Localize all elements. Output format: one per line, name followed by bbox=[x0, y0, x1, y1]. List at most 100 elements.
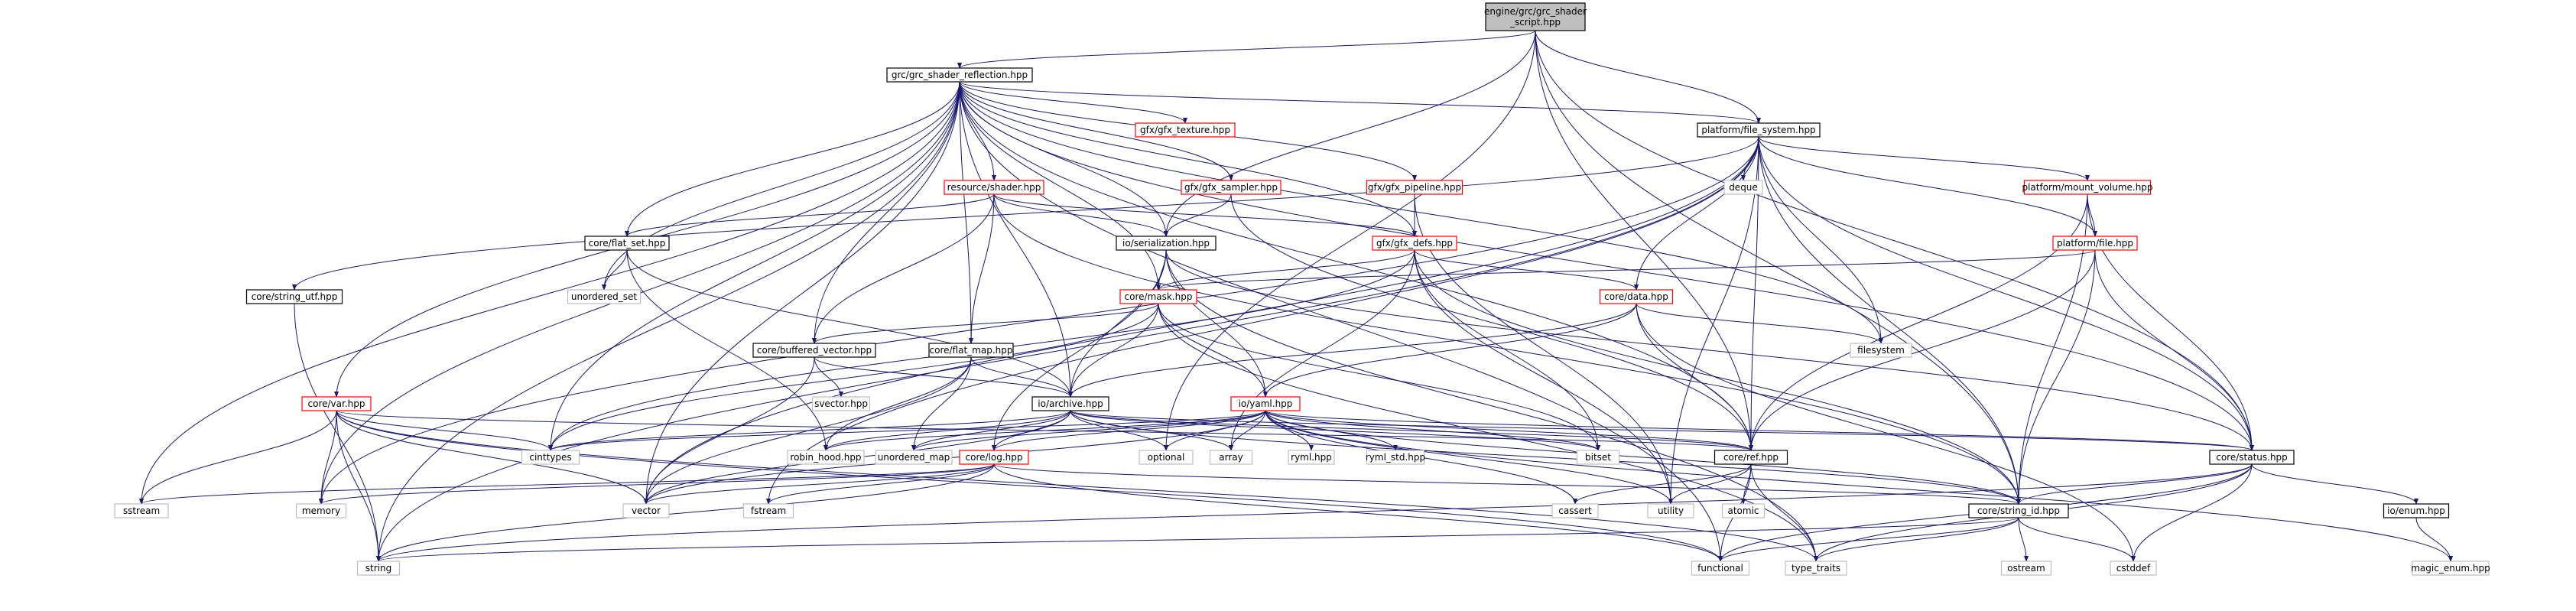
node-label-unordered_set: unordered_set bbox=[571, 291, 638, 302]
node-cinttypes[interactable]: cinttypes bbox=[521, 450, 580, 465]
node-bitset[interactable]: bitset bbox=[1576, 450, 1620, 465]
node-platform_file[interactable]: platform/file.hpp bbox=[2052, 236, 2138, 251]
node-fstream[interactable]: fstream bbox=[742, 503, 794, 518]
edge-platform_file-to-core_mask bbox=[1156, 249, 2096, 291]
node-resource_shader[interactable]: resource/shader.hpp bbox=[944, 180, 1044, 195]
node-vector[interactable]: vector bbox=[622, 503, 670, 518]
edge-platform_file-to-core_ref bbox=[1749, 249, 2096, 451]
node-label-bitset: bitset bbox=[1585, 452, 1611, 463]
node-label-ryml: ryml.hpp bbox=[1291, 452, 1332, 463]
node-box-ryml_std bbox=[1366, 450, 1425, 465]
node-io_enum[interactable]: io/enum.hpp bbox=[2383, 503, 2450, 518]
node-box-core_log bbox=[959, 450, 1029, 465]
node-label-core_log: core/log.hpp bbox=[966, 452, 1023, 463]
node-deque[interactable]: deque bbox=[1723, 180, 1763, 195]
node-label-svector: svector.hpp bbox=[814, 398, 868, 409]
edge-flat_set-to-robin_hood bbox=[626, 249, 828, 451]
edge-gfx_defs-to-bitset bbox=[1414, 249, 1600, 451]
node-core_var[interactable]: core/var.hpp bbox=[301, 396, 372, 411]
node-optional[interactable]: optional bbox=[1139, 450, 1194, 465]
node-root[interactable]: engine/grc/grc_shader_script.hpp bbox=[1484, 2, 1587, 31]
edge-io_yaml-to-core_ref bbox=[1265, 410, 1753, 451]
edge-reflection-to-gfx_defs bbox=[959, 81, 1417, 237]
edge-io_archive-to-unordered_map bbox=[911, 410, 1071, 451]
node-box-deque bbox=[1723, 180, 1763, 195]
node-ryml[interactable]: ryml.hpp bbox=[1288, 450, 1335, 465]
edge-root-to-platform_fs bbox=[1535, 30, 1761, 124]
node-sstream[interactable]: sstream bbox=[114, 503, 169, 518]
edge-platform_fs-to-string bbox=[376, 136, 1759, 562]
node-label-reflection: grc/grc_shader_reflection.hpp bbox=[892, 70, 1028, 80]
node-mount_volume[interactable]: platform/mount_volume.hpp bbox=[2022, 180, 2153, 195]
node-label-type_traits: type_traits bbox=[1792, 563, 1840, 574]
node-svector[interactable]: svector.hpp bbox=[811, 396, 871, 411]
node-box-magic_enum bbox=[2412, 561, 2490, 576]
node-box-flat_set bbox=[584, 236, 670, 251]
node-gfx_texture[interactable]: gfx/gfx_texture.hpp bbox=[1135, 122, 1236, 138]
node-ostream[interactable]: ostream bbox=[2000, 561, 2052, 576]
node-functional[interactable]: functional bbox=[1691, 561, 1750, 576]
node-array[interactable]: array bbox=[1209, 450, 1253, 465]
edge-flat_set-to-io_archive bbox=[626, 249, 1073, 398]
edge-io_serialization-to-type_traits bbox=[1165, 249, 1818, 562]
node-io_yaml[interactable]: io/yaml.hpp bbox=[1230, 396, 1301, 411]
node-reflection[interactable]: grc/grc_shader_reflection.hpp bbox=[886, 67, 1033, 83]
node-gfx_sampler[interactable]: gfx/gfx_sampler.hpp bbox=[1181, 180, 1282, 195]
node-magic_enum[interactable]: magic_enum.hpp bbox=[2411, 561, 2490, 576]
node-label-core_data: core/data.hpp bbox=[1604, 291, 1668, 302]
node-label-io_yaml: io/yaml.hpp bbox=[1239, 398, 1293, 409]
node-memory[interactable]: memory bbox=[295, 503, 347, 518]
node-atomic[interactable]: atomic bbox=[1721, 503, 1766, 518]
node-core_log[interactable]: core/log.hpp bbox=[959, 450, 1029, 465]
node-ryml_std[interactable]: ryml_std.hpp bbox=[1366, 450, 1425, 465]
edge-resource_shader-to-flat_map bbox=[969, 193, 995, 344]
node-buffered_vector[interactable]: core/buffered_vector.hpp bbox=[752, 343, 876, 358]
edge-buffered_vector-to-svector bbox=[814, 356, 843, 398]
edge-core_log-to-vector bbox=[644, 463, 995, 505]
edge-resource_shader-to-gfx_defs bbox=[993, 193, 1417, 237]
node-robin_hood[interactable]: robin_hood.hpp bbox=[787, 450, 865, 465]
node-cassert[interactable]: cassert bbox=[1551, 503, 1599, 518]
edge-reflection-to-io_archive bbox=[959, 81, 1073, 398]
node-label-gfx_pipeline: gfx/gfx_pipeline.hpp bbox=[1368, 182, 1461, 193]
edge-io_yaml-to-robin_hood bbox=[823, 410, 1266, 451]
node-unordered_set[interactable]: unordered_set bbox=[567, 289, 642, 304]
edge-string_id-to-ostream bbox=[2018, 517, 2029, 562]
node-core_status[interactable]: core/status.hpp bbox=[2209, 450, 2295, 465]
node-filesystem[interactable]: filesystem bbox=[1850, 343, 1912, 358]
node-type_traits[interactable]: type_traits bbox=[1785, 561, 1847, 576]
node-io_serialization[interactable]: io/serialization.hpp bbox=[1116, 236, 1217, 251]
node-cstddef[interactable]: cstddef bbox=[2110, 561, 2157, 576]
node-gfx_pipeline[interactable]: gfx/gfx_pipeline.hpp bbox=[1366, 180, 1463, 195]
node-box-bitset bbox=[1576, 450, 1620, 465]
node-io_archive[interactable]: io/archive.hpp bbox=[1031, 396, 1109, 411]
node-core_data[interactable]: core/data.hpp bbox=[1599, 289, 1674, 304]
node-gfx_defs[interactable]: gfx/gfx_defs.hpp bbox=[1372, 236, 1457, 251]
node-flat_set[interactable]: core/flat_set.hpp bbox=[584, 236, 670, 251]
edge-core_mask-to-type_traits bbox=[1158, 303, 1818, 562]
node-string_utf[interactable]: core/string_utf.hpp bbox=[245, 289, 343, 304]
node-label-gfx_texture: gfx/gfx_texture.hpp bbox=[1140, 125, 1230, 135]
node-core_mask[interactable]: core/mask.hpp bbox=[1119, 289, 1197, 304]
edge-root-to-core_status bbox=[1535, 30, 2254, 451]
node-utility[interactable]: utility bbox=[1647, 503, 1694, 518]
edge-platform_file-to-core_status bbox=[2094, 249, 2254, 451]
node-string[interactable]: string bbox=[356, 561, 401, 576]
edge-core_mask-to-io_archive bbox=[1068, 303, 1159, 398]
node-flat_map[interactable]: core/flat_map.hpp bbox=[928, 343, 1014, 358]
node-label-filesystem: filesystem bbox=[1857, 345, 1905, 356]
edge-core_log-to-memory bbox=[319, 463, 995, 505]
edge-root-to-reflection bbox=[957, 30, 1536, 69]
node-box-optional bbox=[1139, 450, 1194, 465]
edge-io_yaml-to-cinttypes bbox=[548, 410, 1266, 451]
edge-io_archive-to-cinttypes bbox=[548, 410, 1071, 451]
node-unordered_map[interactable]: unordered_map bbox=[875, 450, 953, 465]
edge-core_data-to-filesystem bbox=[1636, 303, 1883, 344]
node-core_ref[interactable]: core/ref.hpp bbox=[1714, 450, 1788, 465]
edge-reflection-to-gfx_texture bbox=[959, 81, 1187, 124]
node-box-fstream bbox=[742, 503, 794, 518]
node-box-reflection bbox=[886, 67, 1033, 83]
node-string_id[interactable]: core/string_id.hpp bbox=[1968, 503, 2069, 518]
node-platform_fs[interactable]: platform/file_system.hpp bbox=[1697, 122, 1821, 138]
